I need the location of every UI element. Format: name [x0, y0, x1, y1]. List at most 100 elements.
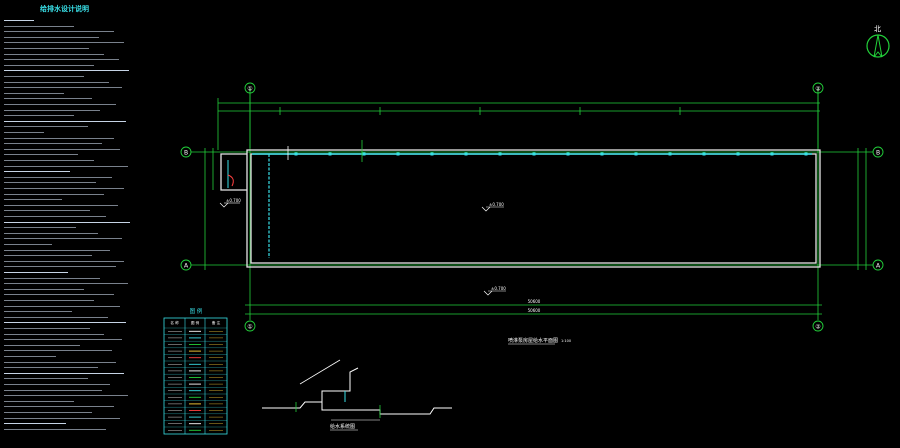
- note-line: [4, 238, 122, 240]
- sprinkler-head: [294, 152, 298, 156]
- note-line: [4, 115, 74, 117]
- sprinkler-head: [498, 152, 502, 156]
- note-line: [4, 266, 116, 268]
- svg-text:备 注: 备 注: [212, 320, 221, 325]
- note-line: [4, 249, 110, 252]
- note-line: [4, 333, 104, 336]
- note-line: [4, 423, 66, 425]
- sprinkler-head: [702, 152, 706, 156]
- note-line: [4, 171, 70, 173]
- note-line: [4, 53, 104, 56]
- note-line: [4, 199, 62, 201]
- note-line: [4, 87, 122, 89]
- note-line: [4, 350, 112, 352]
- svg-text:①: ①: [247, 324, 252, 331]
- note-line: [4, 232, 98, 235]
- note-line: [4, 92, 64, 95]
- note-line: [4, 328, 90, 330]
- note-line: [4, 305, 120, 308]
- elevation-mark-1: ±0.700: [219, 198, 241, 208]
- sprinkler-head: [600, 152, 604, 156]
- dim-total-bottom: 50600: [528, 308, 541, 313]
- legend-title: 图 例: [190, 307, 203, 315]
- note-line: [4, 36, 99, 39]
- svg-text:B: B: [184, 150, 188, 157]
- axis-2-top: ②: [812, 82, 824, 94]
- note-line: [4, 154, 78, 156]
- svg-text:②: ②: [815, 324, 821, 331]
- note-line: [4, 109, 100, 112]
- elevation-mark-3: ±0.700: [483, 286, 506, 296]
- note-line: [4, 42, 124, 44]
- axis-lines: [191, 93, 873, 320]
- sprinkler-head: [532, 152, 536, 156]
- note-line: [4, 283, 128, 285]
- bottom-dimensions: [245, 304, 822, 315]
- note-line: [4, 31, 114, 33]
- svg-text:①: ①: [247, 86, 252, 93]
- note-line: [4, 428, 106, 431]
- note-line: [4, 20, 34, 22]
- note-line: [4, 204, 118, 207]
- legend-table: 图 例 名 称 图 例 备 注: [163, 307, 228, 435]
- sprinkler-head: [634, 152, 638, 156]
- note-line: [4, 322, 126, 324]
- note-line: [4, 417, 120, 420]
- note-line: [4, 120, 126, 123]
- note-line: [4, 132, 44, 134]
- sprinkler-head: [668, 152, 672, 156]
- sprinkler-heads: [294, 152, 808, 156]
- svg-text:A: A: [184, 263, 189, 270]
- sprinkler-head: [362, 152, 366, 156]
- note-line: [4, 48, 89, 50]
- svg-text:喷淋泵房屋给水平面图: 喷淋泵房屋给水平面图: [508, 337, 558, 344]
- note-line: [4, 126, 88, 128]
- note-line: [4, 70, 129, 72]
- note-line: [4, 176, 112, 179]
- system-title: 给水系统图: [330, 423, 355, 430]
- svg-text:±0.700: ±0.700: [226, 198, 241, 203]
- svg-text:A: A: [876, 263, 881, 270]
- note-line: [4, 344, 80, 347]
- svg-text:±0.700: ±0.700: [491, 286, 506, 291]
- svg-text:名 称: 名 称: [170, 320, 179, 325]
- svg-text:B: B: [876, 150, 880, 157]
- top-dimensions: [217, 88, 820, 150]
- note-line: [4, 367, 98, 369]
- note-line: [4, 160, 94, 162]
- dim-total-top: 50600: [528, 299, 541, 304]
- note-line: [4, 143, 102, 145]
- note-line: [4, 361, 116, 364]
- note-line: [4, 389, 102, 392]
- sprinkler-head: [328, 152, 332, 156]
- note-line: [4, 311, 72, 313]
- note-line: [4, 165, 128, 168]
- note-line: [4, 255, 92, 257]
- sprinkler-head: [464, 152, 468, 156]
- note-line: [4, 277, 100, 280]
- sprinkler-head: [430, 152, 434, 156]
- note-line: [4, 210, 90, 212]
- note-line: [4, 244, 52, 246]
- sprinkler-head: [770, 152, 774, 156]
- note-line: [4, 137, 114, 140]
- side-dimensions: [204, 148, 867, 270]
- axis-a-left: A: [180, 259, 192, 271]
- note-line: [4, 395, 128, 397]
- svg-text:②: ②: [815, 86, 821, 93]
- note-line: [4, 384, 110, 386]
- note-line: [4, 300, 94, 302]
- note-line: [4, 406, 114, 408]
- design-notes: 给排水设计说明: [4, 4, 154, 444]
- note-line: [4, 227, 76, 229]
- north-arrow: 北: [866, 25, 890, 58]
- north-label: 北: [874, 25, 881, 33]
- note-line: [4, 260, 124, 263]
- note-line: [4, 356, 56, 358]
- svg-text:±0.700: ±0.700: [489, 202, 504, 207]
- note-line: [4, 412, 92, 414]
- sprinkler-head: [566, 152, 570, 156]
- note-line: [4, 339, 122, 341]
